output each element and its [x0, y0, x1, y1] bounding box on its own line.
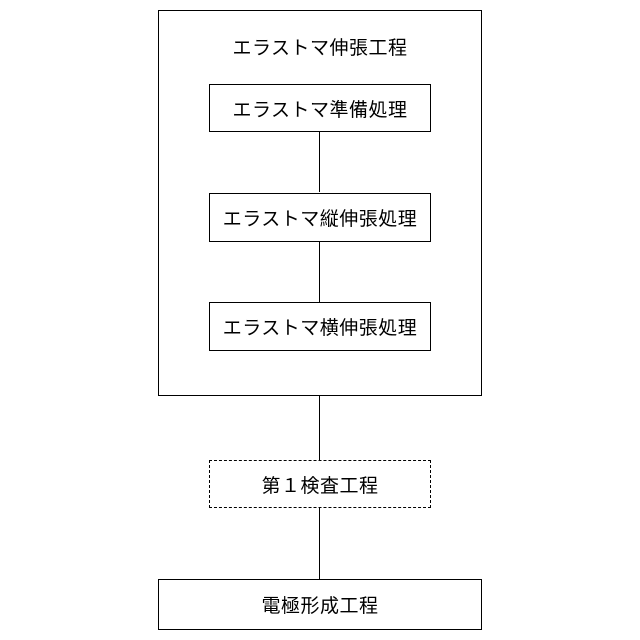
step-first-inspection-label: 第１検査工程: [261, 471, 378, 498]
connector-longitudinal-to-transverse: [319, 241, 320, 302]
step-elastomer-longitudinal-stretching-label: エラストマ縦伸張処理: [223, 204, 418, 231]
connector-prep-to-longitudinal: [319, 131, 320, 192]
step-elastomer-preparation: エラストマ準備処理: [209, 84, 431, 132]
step-elastomer-transverse-stretching-label: エラストマ横伸張処理: [223, 313, 418, 340]
step-elastomer-transverse-stretching: エラストマ横伸張処理: [209, 302, 431, 351]
elastomer-stretching-process-title: エラストマ伸張工程: [159, 33, 481, 60]
step-elastomer-longitudinal-stretching: エラストマ縦伸張処理: [209, 193, 431, 242]
step-electrode-formation: 電極形成工程: [158, 579, 482, 630]
step-electrode-formation-label: 電極形成工程: [261, 591, 378, 618]
step-first-inspection: 第１検査工程: [209, 460, 431, 508]
connector-inspection-to-electrode: [319, 508, 320, 580]
step-elastomer-preparation-label: エラストマ準備処理: [232, 95, 407, 122]
connector-stretching-to-inspection: [319, 396, 320, 461]
